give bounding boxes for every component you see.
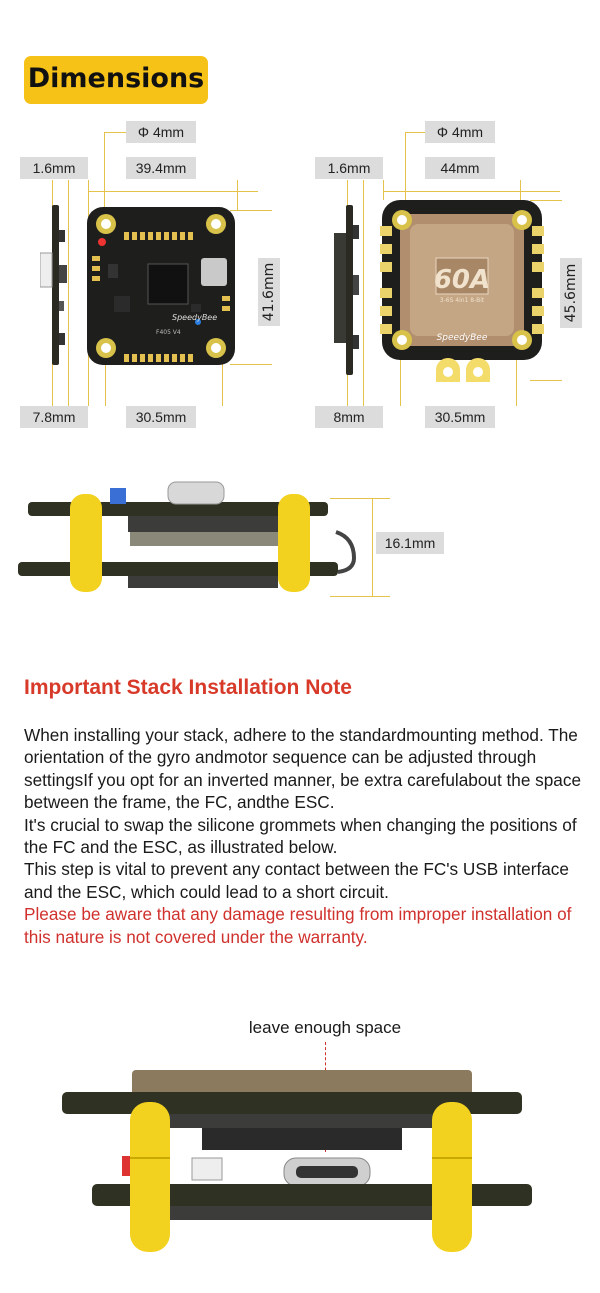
guide-line	[105, 340, 106, 406]
esc-width-label: 44mm	[425, 157, 495, 179]
fc-mount-spacing-label: 30.5mm	[126, 406, 196, 428]
guide-line	[88, 191, 258, 192]
stack-height-label: 16.1mm	[376, 532, 444, 554]
dimensions-title: Dimensions	[27, 63, 205, 94]
space-caption: leave enough space	[248, 1018, 402, 1037]
esc-rating-text: 60A	[434, 265, 490, 295]
dimensions-badge: Dimensions	[24, 56, 208, 104]
guide-line	[363, 180, 364, 406]
fc-model-text: F405 V4	[156, 329, 181, 336]
guide-line	[68, 180, 69, 406]
esc-thickness-label: 1.6mm	[315, 157, 383, 179]
note-paragraph-1: When installing your stack, adhere to th…	[24, 725, 582, 813]
esc-spec-text: 3-6S 4in1 8-Bit	[440, 297, 485, 304]
esc-brand-text: SpeedyBee	[437, 333, 488, 343]
esc-side-view	[334, 205, 359, 375]
esc-board-top-view: 60A 3-6S 4in1 8-Bit SpeedyBee	[380, 200, 544, 382]
guide-line	[383, 191, 560, 192]
fc-width-label: 39.4mm	[126, 157, 196, 179]
guide-line	[237, 180, 238, 210]
fc-brand-text: SpeedyBee	[172, 313, 217, 322]
stack-illustration	[18, 481, 357, 592]
guide-line	[222, 340, 223, 406]
guide-line	[230, 210, 272, 211]
guide-line	[530, 380, 562, 381]
esc-mount-spacing-label: 30.5mm	[425, 406, 495, 428]
note-paragraph-3: This step is vital to prevent any contac…	[24, 859, 569, 902]
guide-line	[104, 132, 126, 133]
esc-height-label: 45.6mm	[560, 258, 582, 328]
guide-line	[516, 350, 517, 406]
fc-thickness-label: 1.6mm	[20, 157, 88, 179]
guide-line	[330, 498, 390, 499]
guide-line	[383, 180, 384, 200]
guide-line	[372, 498, 373, 596]
note-title: Important Stack Installation Note	[24, 676, 352, 699]
guide-line	[405, 132, 427, 133]
note-warning: Please be aware that any damage resultin…	[24, 904, 572, 947]
note-body: When installing your stack, adhere to th…	[24, 724, 584, 948]
note-paragraph-2: It's crucial to swap the silicone gromme…	[24, 814, 577, 858]
guide-line	[330, 596, 390, 597]
fc-board-top-view: SpeedyBee F405 V4	[87, 207, 235, 365]
fc-hole-label: Φ 4mm	[126, 121, 196, 143]
esc-component-height-label: 8mm	[315, 406, 383, 428]
guide-line	[400, 350, 401, 406]
esc-hole-label: Φ 4mm	[425, 121, 495, 143]
inverted-stack-illustration	[62, 1070, 532, 1252]
fc-side-view	[40, 205, 67, 365]
guide-line	[104, 132, 105, 212]
guide-line	[520, 180, 521, 200]
guide-line	[230, 364, 272, 365]
fc-height-label: 41.6mm	[258, 258, 280, 326]
fc-component-height-label: 7.8mm	[20, 406, 88, 428]
guide-line	[530, 200, 562, 201]
guide-line	[405, 132, 406, 220]
